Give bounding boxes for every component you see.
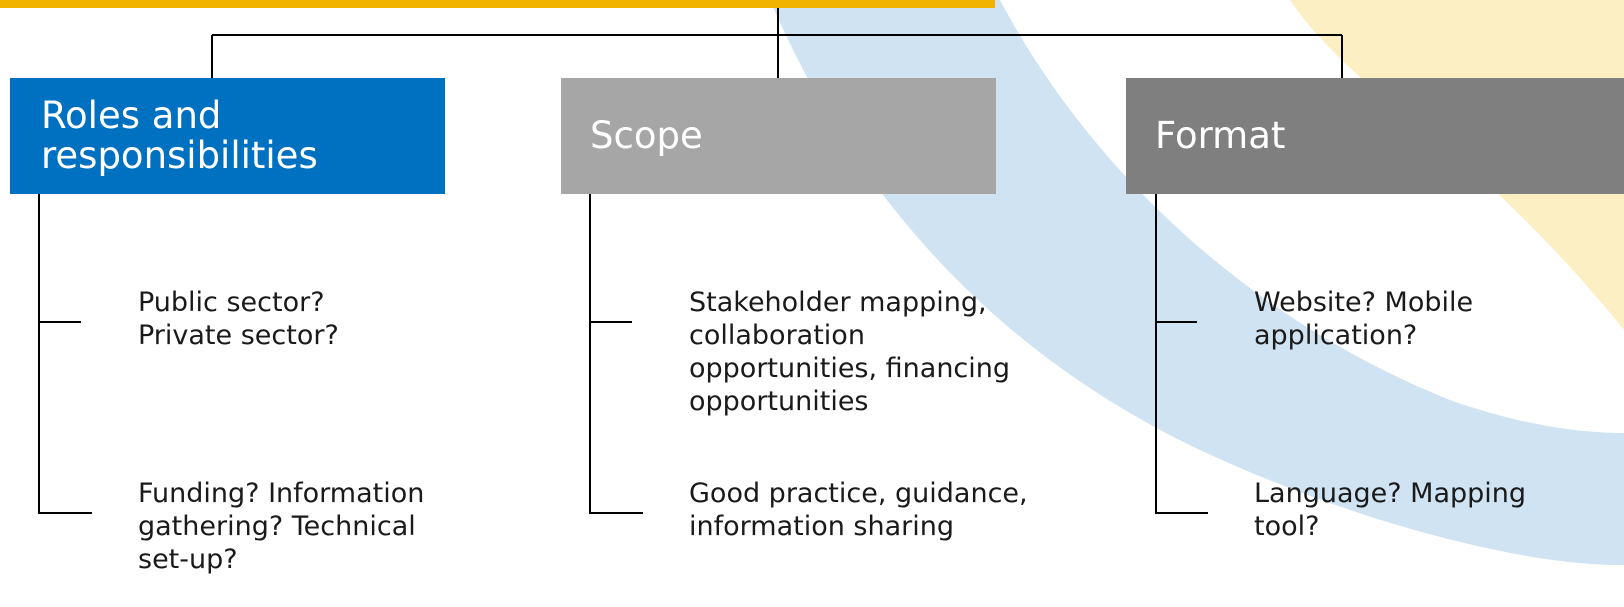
roles-item-funding: Funding? Information gathering? Technica… xyxy=(138,478,425,575)
format-box: Format xyxy=(1126,78,1624,194)
scope-item-good-practice: Good practice, guidance, information sha… xyxy=(689,478,1028,542)
scope-box: Scope xyxy=(561,78,996,194)
roles-item-sector: Public sector? Private sector? xyxy=(138,287,339,351)
format-item-language: Language? Mapping tool? xyxy=(1254,478,1527,542)
scope-title: Scope xyxy=(590,114,703,157)
format-title: Format xyxy=(1155,114,1286,157)
top-accent-bar xyxy=(0,0,995,8)
scope-item-stakeholder-mapping: Stakeholder mapping, collaboration oppor… xyxy=(689,287,1011,417)
roles-and-responsibilities-box: Roles and responsibilities xyxy=(10,78,445,194)
roles-and-responsibilities-title: Roles and responsibilities xyxy=(41,94,318,177)
format-item-website: Website? Mobile application? xyxy=(1254,287,1474,351)
